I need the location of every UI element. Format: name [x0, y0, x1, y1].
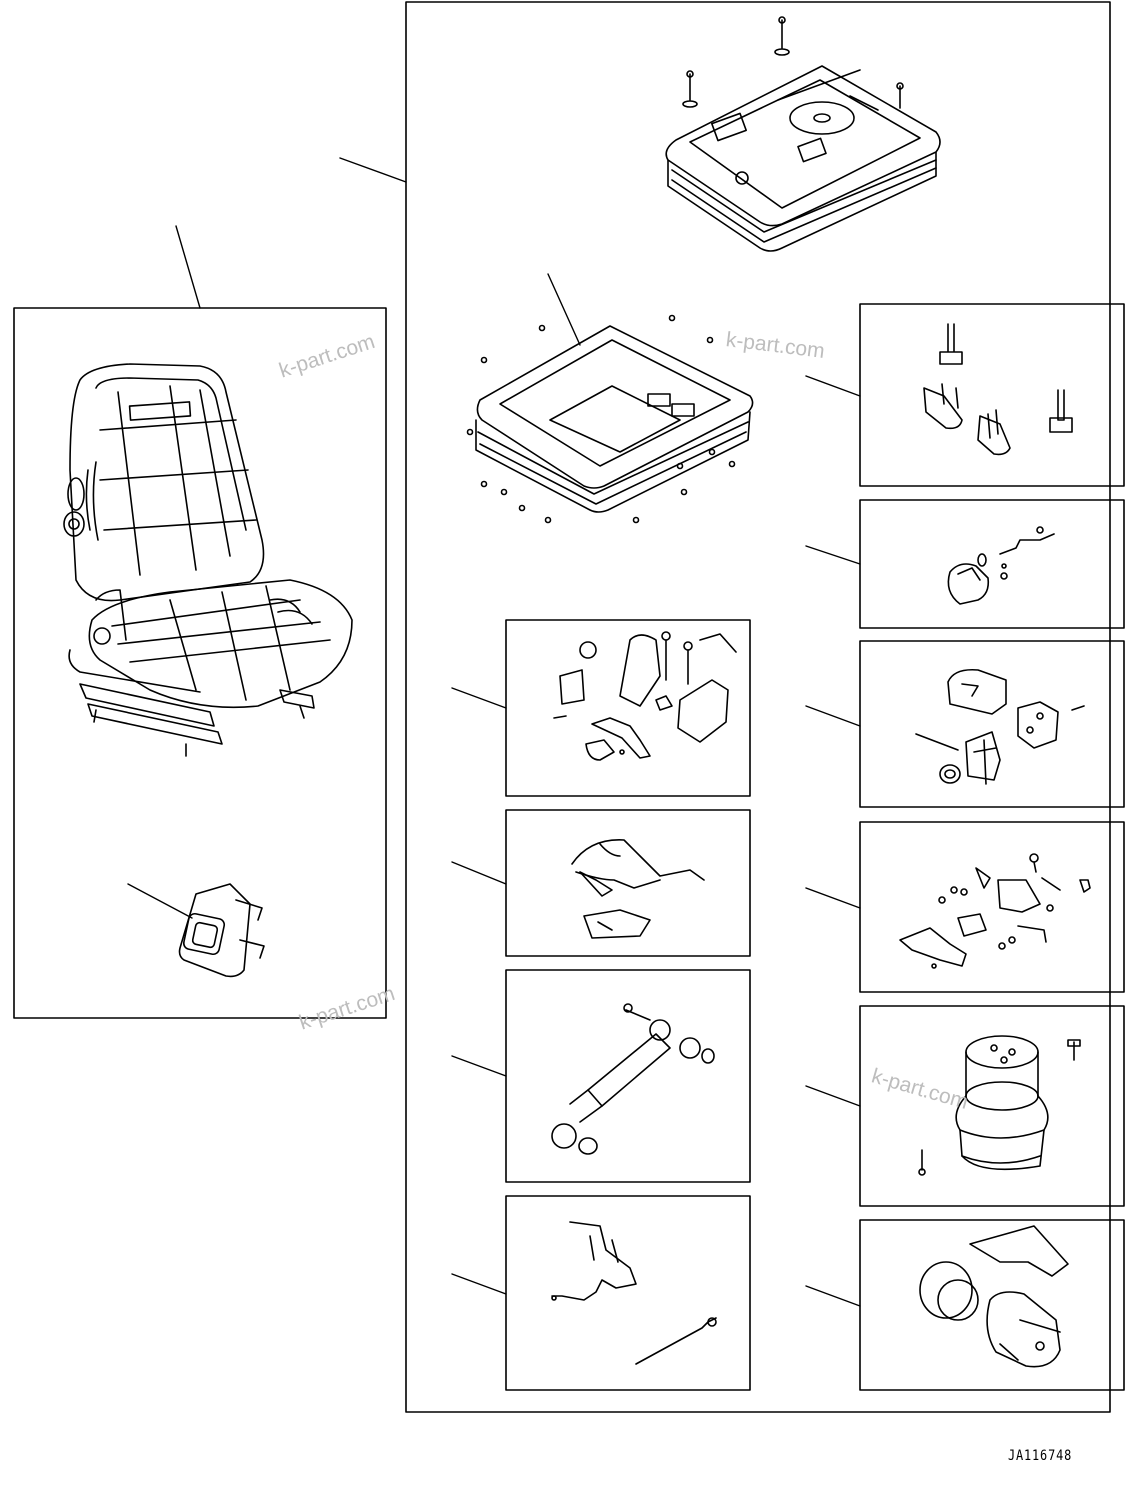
seat-base-upper-illustration	[665, 16, 941, 252]
air-spring-panel	[859, 1005, 1125, 1207]
seat-base-lower-illustration	[466, 314, 754, 524]
lumbar-lever-kit-panel	[505, 619, 751, 797]
cushion-clip-kit-panel	[859, 303, 1125, 487]
drawing-number: JA116748	[1008, 1448, 1073, 1464]
switch-bracket-kit-panel	[859, 821, 1125, 993]
seat-switch-illustration	[178, 883, 265, 978]
lever-knob-kit-panel	[859, 499, 1125, 629]
height-adjust-kit-panel	[859, 640, 1125, 808]
main-group-frame	[405, 1, 1111, 1413]
seat-assembly-frame	[13, 307, 387, 1019]
cable-kit-panel	[505, 1195, 751, 1391]
leader-lines	[127, 157, 861, 1307]
complete-seat-illustration	[63, 363, 353, 757]
shock-absorber-panel	[505, 969, 751, 1183]
wire-harness-panel	[505, 809, 751, 957]
compressor-panel	[859, 1219, 1125, 1391]
